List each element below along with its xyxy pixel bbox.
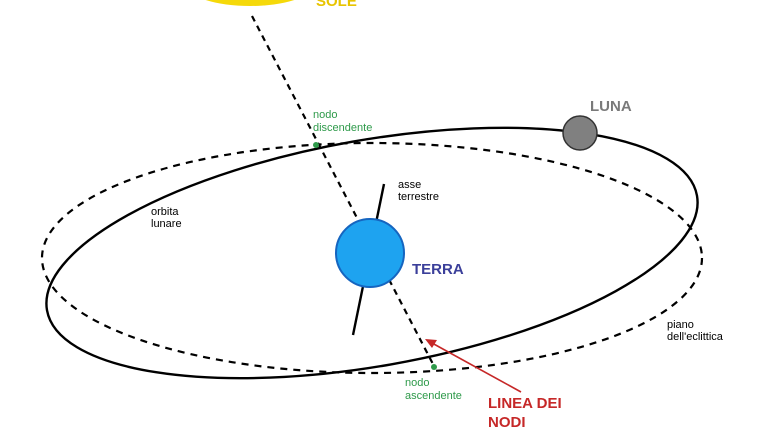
ecliptic-plane-ellipse: [40, 141, 704, 375]
ascending-node-label-line-2: ascendente: [405, 390, 462, 402]
ascending-node-point: [431, 364, 437, 370]
moon: [562, 115, 598, 151]
sun-label: SOLE: [316, 0, 357, 10]
lunar-orbit-ellipse: [45, 126, 699, 380]
earth-axis-label-line-1: asse: [398, 179, 421, 191]
line-of-nodes-arrow: [431, 342, 522, 393]
lunar-orbit-label: orbita lunare: [151, 206, 182, 230]
ascending-node-label-line-1: nodo: [405, 377, 429, 389]
moon-label: LUNA: [590, 98, 632, 115]
line-of-nodes-arrowhead: [425, 339, 437, 348]
ascending-node-label: nodo ascendente: [405, 377, 462, 402]
line-of-nodes-label: LINEA DEI NODI: [488, 395, 566, 431]
earth-axis-label-line-2: terrestre: [398, 191, 439, 203]
descending-node-label-line-2: discendente: [313, 122, 372, 134]
descending-node-label-line-1: nodo: [313, 109, 337, 121]
earth: [335, 218, 405, 288]
lunar-orbit-label-line-1: orbita: [151, 206, 179, 218]
ecliptic-plane-label-line-2: dell'eclittica: [667, 331, 724, 343]
lunar-orbit-label-line-2: lunare: [151, 218, 182, 230]
earth-axis-label: asse terrestre: [398, 179, 439, 203]
earth-label: TERRA: [412, 261, 464, 278]
line-of-nodes-label-line-2: NODI: [488, 414, 526, 431]
line-of-nodes-label-line-1: LINEA DEI: [488, 395, 562, 412]
ecliptic-plane-label-line-1: piano: [667, 319, 694, 331]
sun: [205, 0, 295, 6]
ecliptic-plane-label: piano dell'eclittica: [667, 319, 724, 343]
descending-node-label: nodo discendente: [313, 109, 372, 134]
descending-node-point: [313, 142, 319, 148]
